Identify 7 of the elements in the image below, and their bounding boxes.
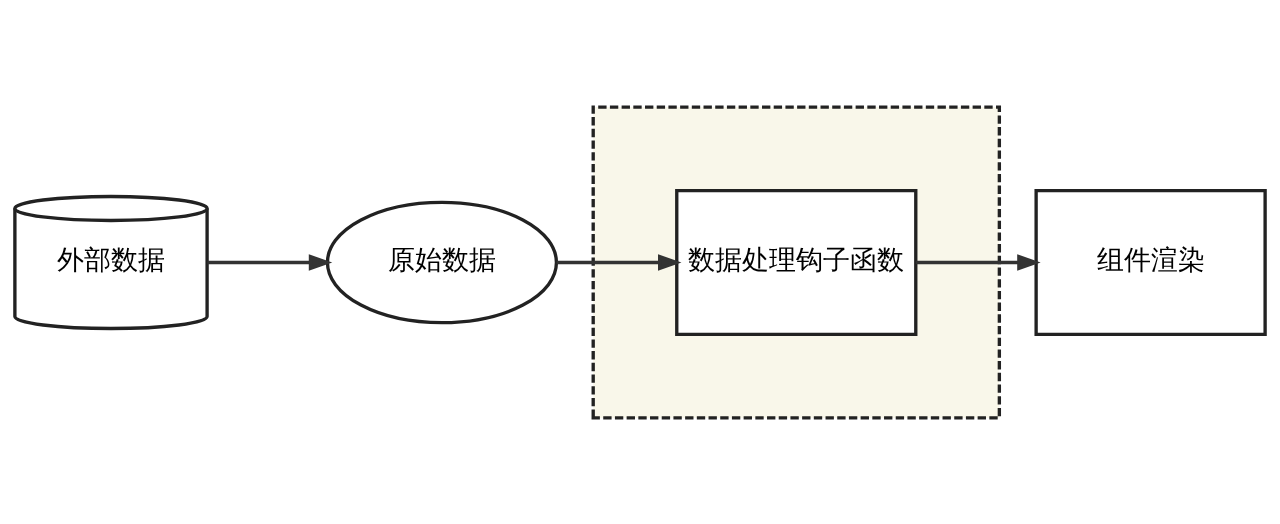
- arrow: [207, 253, 333, 271]
- node-box: 数据处理钩子函数: [675, 188, 918, 336]
- arrow: [556, 253, 682, 271]
- cluster: [591, 104, 1002, 420]
- arrow: [915, 253, 1041, 271]
- node-box: 组件渲染: [1034, 188, 1267, 336]
- node-ellipse: 原始数据: [325, 200, 559, 324]
